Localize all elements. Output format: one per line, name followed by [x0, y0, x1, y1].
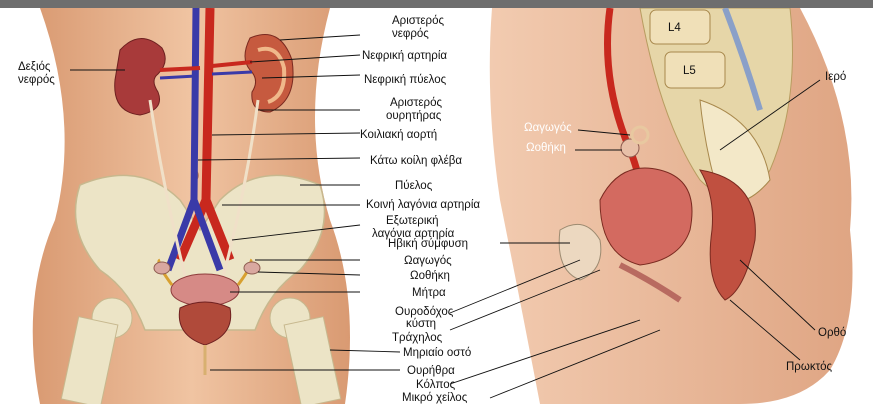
label-ovary: Ωοθήκη [410, 270, 450, 282]
label-sacrum: Ιερό [825, 71, 846, 83]
label-inferior-vena-cava: Κάτω κοίλη φλέβα [370, 155, 462, 167]
front-view [33, 8, 350, 404]
label-vagina: Κόλπος [416, 379, 456, 391]
label-left-kidney-1: Αριστερός [392, 15, 444, 27]
label-common-iliac: Κοινή λαγόνια αρτηρία [366, 199, 480, 211]
label-rectum: Ορθό [818, 327, 846, 339]
label-cervix: Τράχηλος [392, 332, 443, 344]
label-uterus: Μήτρα [412, 287, 446, 299]
top-bar [0, 0, 873, 8]
label-l5: L5 [683, 65, 696, 77]
label-side-tube: Ωαγωγός [524, 122, 572, 134]
label-bladder-1: Ουροδόχος [395, 306, 454, 318]
label-labia-minora: Μικρό χείλος [402, 392, 468, 404]
side-view [490, 8, 853, 404]
label-left-ureter-1: Αριστερός [390, 97, 442, 109]
label-fallopian-tube: Ωαγωγός [404, 255, 452, 267]
label-urethra: Ουρήθρα [407, 365, 455, 377]
label-renal-artery: Νεφρική αρτηρία [362, 50, 447, 62]
label-anus: Πρωκτός [786, 361, 833, 373]
label-pelvis: Πύελος [395, 180, 433, 192]
label-external-iliac-1: Εξωτερική [386, 215, 439, 227]
label-side-ovary: Ωοθήκη [526, 142, 566, 154]
label-l4: L4 [668, 22, 681, 34]
label-abdominal-aorta: Κοιλιακή αορτή [360, 129, 437, 141]
label-pubic-symphysis: Ηβική σύμφυση [388, 238, 468, 250]
label-right-kidney-1: Δεξιός [18, 61, 51, 73]
label-right-kidney-2: νεφρός [18, 74, 55, 86]
label-left-ureter-2: ουρητήρας [386, 110, 442, 122]
label-femur: Μηριαίο οστό [403, 347, 471, 359]
label-renal-pelvis: Νεφρική πύελος [364, 74, 447, 86]
label-bladder-2: κύστη [406, 318, 436, 330]
ovary-right [244, 262, 260, 274]
uterus-shape [171, 274, 239, 306]
label-left-kidney-2: νεφρός [392, 28, 429, 40]
ovary-left [154, 262, 170, 274]
